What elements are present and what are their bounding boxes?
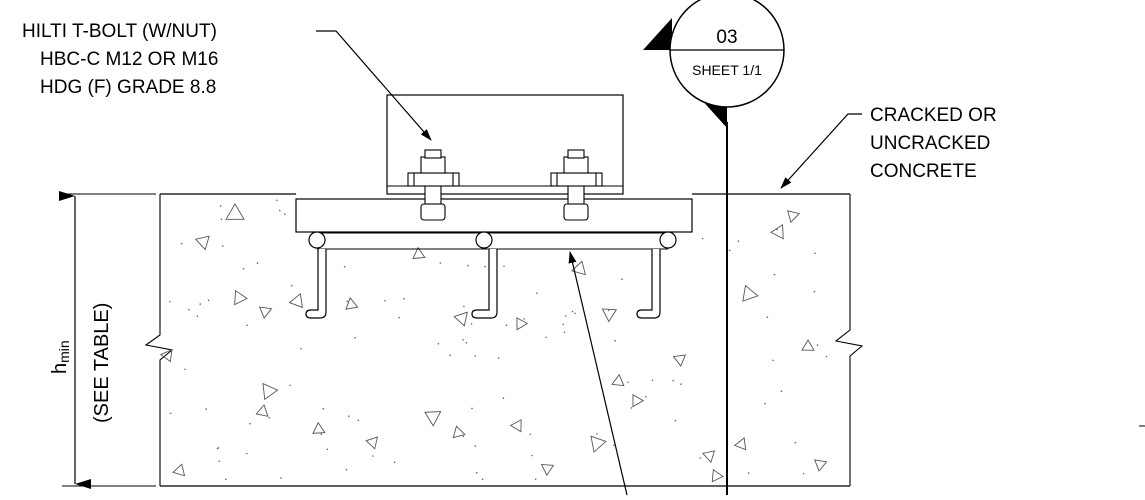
- section-number: 03: [716, 27, 737, 48]
- rebar-leader: [568, 251, 628, 496]
- concrete-label-line-1: CRACKED OR: [870, 105, 997, 126]
- bolt-label: HILTI T-BOLT (W/NUT) HBC-C M12 OR M16 HD…: [22, 21, 432, 141]
- dimension-note: (SEE TABLE): [91, 303, 113, 423]
- slab-thickness-dimension: hmin (SEE TABLE): [49, 191, 156, 489]
- embed-plate-assembly: [295, 94, 693, 319]
- concrete-aggregate-hatch: [159, 199, 828, 483]
- dimension-symbol: hmin: [49, 340, 72, 374]
- section-callout: 03 SHEET 1/1: [643, 0, 785, 128]
- bolt-label-line-3: HDG (F) GRADE 8.8: [40, 77, 216, 98]
- t-bolt-right: [550, 149, 603, 221]
- section-sheet-reference: SHEET 1/1: [692, 62, 762, 78]
- concrete-slab: [144, 193, 864, 487]
- t-bolt-left: [407, 149, 460, 221]
- concrete-label-line-2: UNCRACKED: [870, 133, 990, 154]
- concrete-label-line-3: CONCRETE: [870, 161, 977, 182]
- concrete-label: CRACKED OR UNCRACKED CONCRETE: [780, 105, 997, 189]
- bolt-label-line-2: HBC-C M12 OR M16: [40, 49, 218, 70]
- bolt-label-line-1: HILTI T-BOLT (W/NUT): [22, 21, 217, 42]
